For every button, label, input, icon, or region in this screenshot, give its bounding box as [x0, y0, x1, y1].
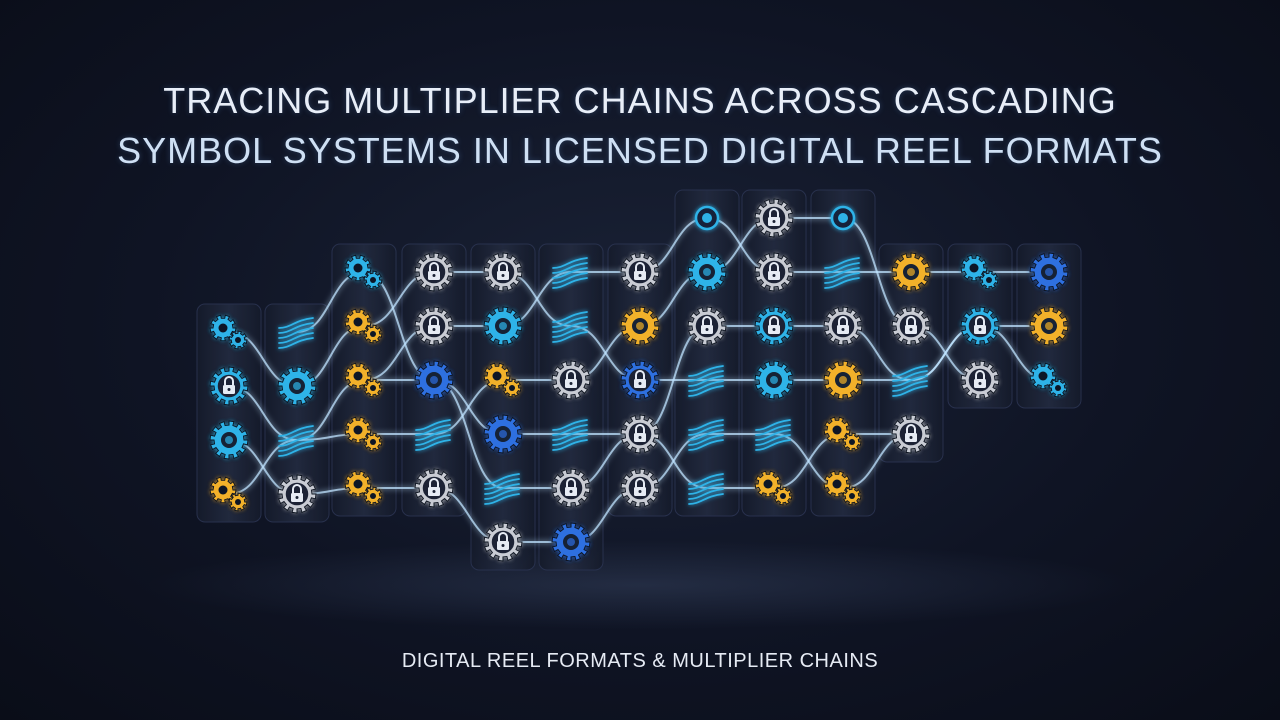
title-line-1: TRACING MULTIPLIER CHAINS ACROSS CASCADI… — [163, 80, 1117, 122]
gear-gold-symbol-icon — [823, 360, 863, 400]
gear-gold-symbol-icon — [1029, 306, 1069, 346]
lock-gear-blue-symbol-icon — [960, 306, 1000, 346]
lock-gear-silver-symbol-icon — [414, 252, 454, 292]
lock-gear-silver-symbol-icon — [891, 414, 931, 454]
gears-gold-symbol-icon — [823, 470, 862, 506]
gears-gold-symbol-icon — [344, 416, 383, 452]
title-line-2: SYMBOL SYSTEMS IN LICENSED DIGITAL REEL … — [117, 130, 1163, 172]
gears-gold-symbol-icon — [344, 470, 383, 506]
gears-gold-symbol-icon — [344, 362, 383, 398]
reel-panel — [741, 189, 807, 517]
circuit-blue-symbol-icon — [755, 419, 791, 451]
lock-gear-silver-symbol-icon — [551, 468, 591, 508]
gear-blue-symbol-icon — [483, 306, 523, 346]
circuit-blue-symbol-icon — [892, 365, 928, 397]
reel-panel — [674, 189, 740, 517]
gears-blue-symbol-icon — [1029, 362, 1068, 398]
circuit-blue-symbol-icon — [278, 317, 314, 349]
circuit-blue-symbol-icon — [415, 419, 451, 451]
lock-gear-silver-symbol-icon — [414, 468, 454, 508]
lock-gear-silver-symbol-icon — [687, 306, 727, 346]
gears-gold-symbol-icon — [823, 416, 862, 452]
node-blue-symbol-icon — [830, 205, 856, 231]
reel-panel — [878, 243, 944, 463]
lock-gear-blue-symbol-icon — [754, 306, 794, 346]
gears-blue-symbol-icon — [209, 314, 248, 350]
lock-gear-silver-symbol-icon — [620, 414, 660, 454]
circuit-blue-symbol-icon — [688, 473, 724, 505]
circuit-blue-symbol-icon — [552, 419, 588, 451]
lock-gear-silver-symbol-icon — [754, 198, 794, 238]
reel-panel — [470, 243, 536, 571]
lock-gear-silver-symbol-icon — [620, 252, 660, 292]
caption: DIGITAL REEL FORMATS & MULTIPLIER CHAINS — [401, 650, 879, 672]
lock-gear-blue-symbol-icon — [209, 366, 249, 406]
gears-gold-symbol-icon — [344, 308, 383, 344]
gear-gold-symbol-icon — [891, 252, 931, 292]
circuit-blue-symbol-icon — [824, 257, 860, 289]
lock-gear-silver-symbol-icon — [891, 306, 931, 346]
gear-deep-blue-symbol-icon — [414, 360, 454, 400]
circuit-blue-symbol-icon — [688, 365, 724, 397]
page-title: TRACING MULTIPLIER CHAINS ACROSS CASCADI… — [0, 76, 1280, 176]
lock-gear-silver-symbol-icon — [620, 468, 660, 508]
lock-gear-silver-symbol-icon — [414, 306, 454, 346]
reel-floor-glow — [140, 540, 1140, 630]
lock-gear-silver-symbol-icon — [823, 306, 863, 346]
gears-blue-symbol-icon — [344, 254, 383, 290]
gears-gold-symbol-icon — [754, 470, 793, 506]
reel-panel — [196, 303, 262, 523]
gear-gold-symbol-icon — [620, 306, 660, 346]
gear-blue-symbol-icon — [754, 360, 794, 400]
gears-gold-symbol-icon — [483, 362, 522, 398]
lock-gear-silver-symbol-icon — [551, 360, 591, 400]
lock-gear-silver-symbol-icon — [754, 252, 794, 292]
circuit-blue-symbol-icon — [552, 257, 588, 289]
gear-blue-symbol-icon — [209, 420, 249, 460]
gear-deep-blue-symbol-icon — [1029, 252, 1069, 292]
node-blue-symbol-icon — [694, 205, 720, 231]
circuit-blue-symbol-icon — [552, 311, 588, 343]
lock-gear-deep-blue-symbol-icon — [620, 360, 660, 400]
gear-blue-symbol-icon — [687, 252, 727, 292]
lock-gear-silver-symbol-icon — [483, 522, 523, 562]
gear-deep-blue-symbol-icon — [551, 522, 591, 562]
gear-deep-blue-symbol-icon — [483, 414, 523, 454]
reel-panel — [538, 243, 604, 571]
gears-gold-symbol-icon — [209, 476, 248, 512]
lock-gear-silver-symbol-icon — [960, 360, 1000, 400]
gears-blue-symbol-icon — [960, 254, 999, 290]
lock-gear-silver-symbol-icon — [483, 252, 523, 292]
lock-gear-silver-symbol-icon — [277, 474, 317, 514]
gear-blue-symbol-icon — [277, 366, 317, 406]
circuit-blue-symbol-icon — [688, 419, 724, 451]
reel-symbols — [209, 198, 1069, 562]
circuit-blue-symbol-icon — [278, 425, 314, 457]
circuit-blue-symbol-icon — [484, 473, 520, 505]
